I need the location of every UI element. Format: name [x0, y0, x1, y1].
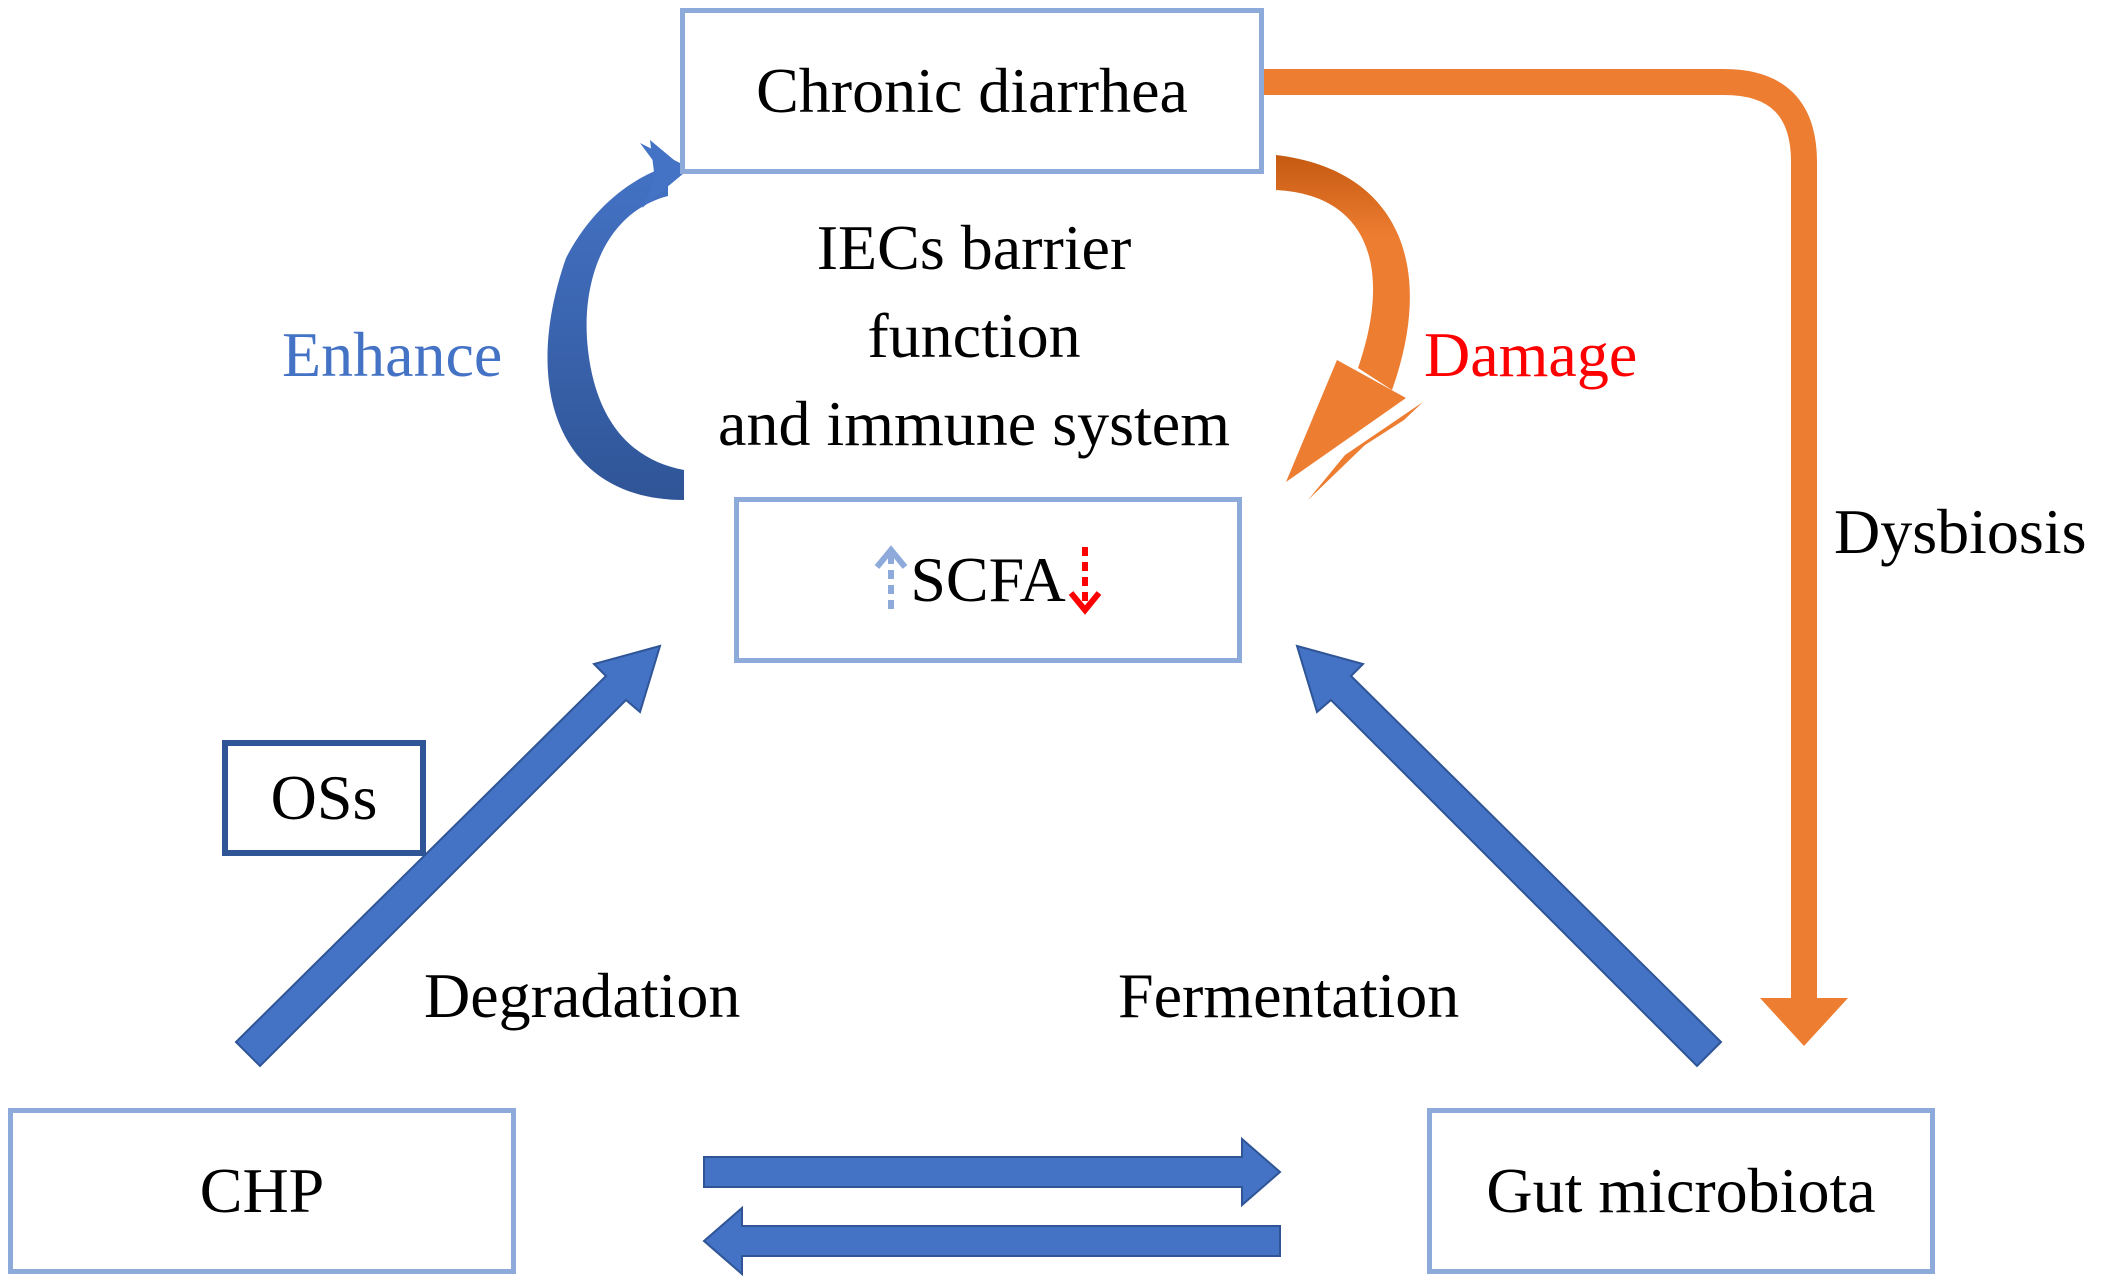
scfa-box: SCFA	[734, 497, 1242, 663]
oss-box: OSs	[222, 740, 426, 856]
damage-arrow	[1276, 155, 1423, 500]
oss-label: OSs	[270, 762, 378, 833]
damage-label: Damage	[1424, 319, 1638, 390]
dysbiosis-arrow	[1262, 69, 1848, 1046]
gut-microbiota-label: Gut microbiota	[1486, 1155, 1876, 1226]
iecs-barrier-text: IECs barrier function and immune system	[624, 204, 1324, 468]
chp-box: CHP	[8, 1108, 516, 1274]
dashed-up-arrow-icon	[875, 545, 908, 613]
center-line-2: function	[867, 300, 1081, 371]
microbiota-to-chp-arrow	[702, 1205, 1281, 1277]
dashed-down-arrow-icon	[1068, 547, 1101, 615]
chronic-diarrhea-box: Chronic diarrhea	[680, 8, 1264, 174]
center-line-3: and immune system	[718, 388, 1230, 459]
enhance-label: Enhance	[282, 319, 503, 390]
chronic-diarrhea-label: Chronic diarrhea	[756, 55, 1188, 126]
fermentation-arrow	[1295, 644, 1723, 1068]
gut-microbiota-box: Gut microbiota	[1427, 1108, 1935, 1274]
chp-to-microbiota-arrow	[703, 1136, 1282, 1208]
degradation-arrow	[234, 644, 662, 1068]
enhance-arrow	[547, 140, 690, 500]
fermentation-label: Fermentation	[1118, 960, 1460, 1031]
chp-label: CHP	[199, 1155, 325, 1226]
center-line-1: IECs barrier	[816, 212, 1132, 283]
dysbiosis-label: Dysbiosis	[1834, 496, 2087, 567]
degradation-label: Degradation	[424, 960, 741, 1031]
scfa-label: SCFA	[910, 544, 1066, 615]
